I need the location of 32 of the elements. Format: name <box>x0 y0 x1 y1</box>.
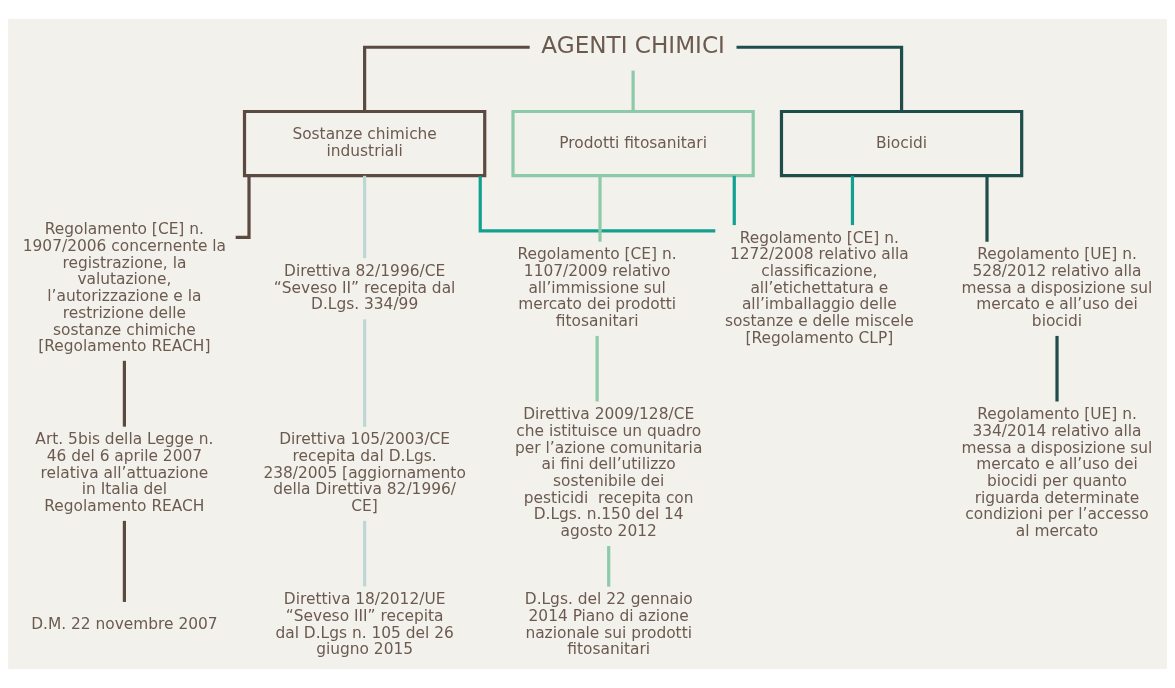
connector <box>363 520 367 587</box>
node-box: Prodotti fitosanitari <box>511 109 755 178</box>
node-text: D.M. 22 novembre 2007 <box>31 615 218 634</box>
connector <box>363 45 530 111</box>
connector <box>595 335 599 402</box>
connector <box>732 175 736 226</box>
connector <box>1055 335 1059 402</box>
node-text: AGENTI CHIMICI <box>541 31 725 58</box>
connector <box>478 176 716 233</box>
node-text: Regolamento [CE] n. 1272/2008 relativo alla classificazione, all’etichettatura e all’imballaggio delle sostanze e delle miscele [Regolamento CLP] <box>724 228 914 347</box>
connector <box>363 175 367 259</box>
node-text: Direttiva 2009/128/CE che istituisce un quadro per l’azione comunitaria ai fini dell’utilizzo sostenibile dei pesticidi recepita con D.Lgs. n.150 del 14 agosto 2012 <box>515 405 703 541</box>
node-text: Regolamento [UE] n. 528/2012 relativo alla messa a disposizione sul mercato e all’uso dei biocidi <box>961 245 1153 331</box>
node-text: D.Lgs. del 22 gennaio 2014 Piano di azione nazionale sui prodotti fitosanitari <box>524 590 693 659</box>
node-text: Direttiva 18/2012/UE “Seveso III” recepita dal D.Lgs n. 105 del 26 giugno 2015 <box>275 590 454 659</box>
node-text: Art. 5bis della Legge n. 46 del 6 aprile 2007 relativa all’attuazione in Italia del Regolamento REACH <box>35 430 214 516</box>
node-box: Sostanze chimiche industriali <box>242 109 487 178</box>
connector <box>607 546 611 587</box>
connector <box>631 70 635 112</box>
node-text: Direttiva 82/1996/CE “Seveso II” recepita dal D.Lgs. 334/99 <box>273 262 456 314</box>
connector <box>363 319 367 427</box>
connector <box>122 520 126 602</box>
node-text: Regolamento [UE] n. 334/2014 relativo alla messa a disposizione sul mercato e all’uso dei biocidi per quanto riguarda determinate condizioni per l’accesso al mercato <box>961 405 1153 541</box>
node-text: Regolamento [CE] n. 1107/2009 relativo all’immissione sul mercato dei prodotti fitosanitari <box>517 245 677 331</box>
node-text: Regolamento [CE] n. 1907/2006 concernente la registrazione, la valutazione, l’autorizzazione e la restrizione delle sostanze chimiche [Regolamento REACH] <box>22 220 227 356</box>
node-box: Biocidi <box>779 109 1024 178</box>
connector <box>736 45 904 111</box>
connector <box>598 175 602 242</box>
connector <box>850 175 855 226</box>
connector <box>122 360 126 427</box>
node-text: Direttiva 105/2003/CE recepita dal D.Lgs. 238/2005 [aggiornamento della Direttiva 82/1996/ CE] <box>263 430 466 516</box>
connector <box>985 175 989 242</box>
